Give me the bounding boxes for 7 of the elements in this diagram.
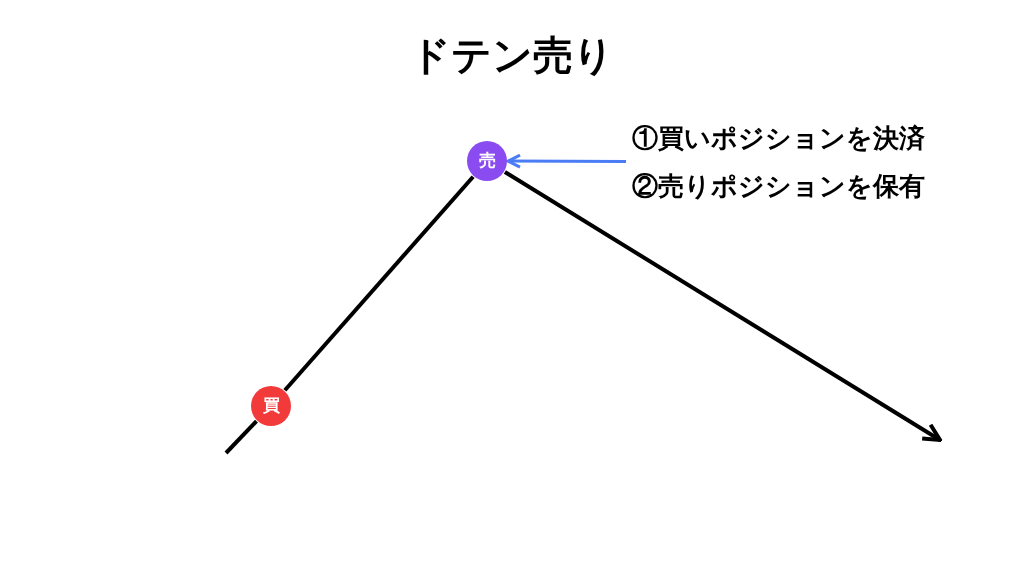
arrow (506, 153, 626, 169)
annotation-text: ②売りポジションを保有 (632, 170, 926, 203)
price-line (283, 175, 475, 392)
annotation-text: ①買いポジションを決済 (632, 122, 926, 155)
title: ドテン売り (410, 32, 614, 79)
price-arrow (503, 170, 942, 442)
price-line (224, 419, 258, 455)
